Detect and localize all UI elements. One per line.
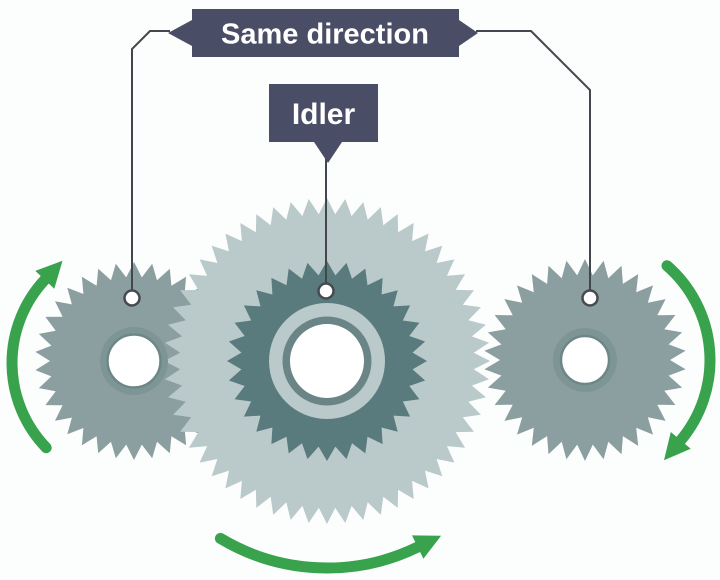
right-gear-rotation-arrow-arc: [661, 260, 716, 446]
callout-shapes: [168, 9, 478, 163]
idler-callout: [269, 84, 378, 163]
same-direction-label: Same direction: [221, 19, 429, 51]
left-gear-pin: [123, 289, 141, 307]
same-direction-callout: [168, 9, 478, 57]
idler-rotation-arrow-head: [412, 535, 442, 559]
left-gear-rotation-arrow: [6, 260, 63, 454]
idler-rotation-arrow-arc: [214, 532, 424, 574]
same-direction-connector-left: [131, 30, 170, 290]
left-gear-hub-ring: [106, 333, 162, 389]
idler-label: Idler: [292, 98, 356, 131]
idler-gear-hub: [269, 303, 385, 419]
connector-lines-layer: [131, 30, 591, 290]
hubs-layer: [100, 303, 617, 419]
connector-pins-layer: [123, 282, 599, 307]
left-gear-rotation-arrow-head: [35, 260, 63, 289]
callout-labels-layer: Same direction Idler: [168, 9, 478, 163]
same-direction-connector-right: [476, 30, 591, 290]
idler-gear-pin: [317, 282, 335, 300]
idler-gear-hub-ring: [290, 324, 364, 398]
right-gear-hub-ring: [559, 334, 611, 386]
idler-rotation-arrow: [214, 532, 442, 574]
right-gear-rotation-arrow-head: [664, 432, 691, 461]
right-gear-rotation-arrow: [661, 260, 716, 461]
left-gear-hub: [100, 327, 168, 395]
right-gear-hub: [553, 328, 617, 392]
rotation-arrows-layer: [6, 260, 716, 574]
left-gear-rotation-arrow-arc: [6, 274, 52, 454]
right-gear-pin: [581, 289, 599, 307]
